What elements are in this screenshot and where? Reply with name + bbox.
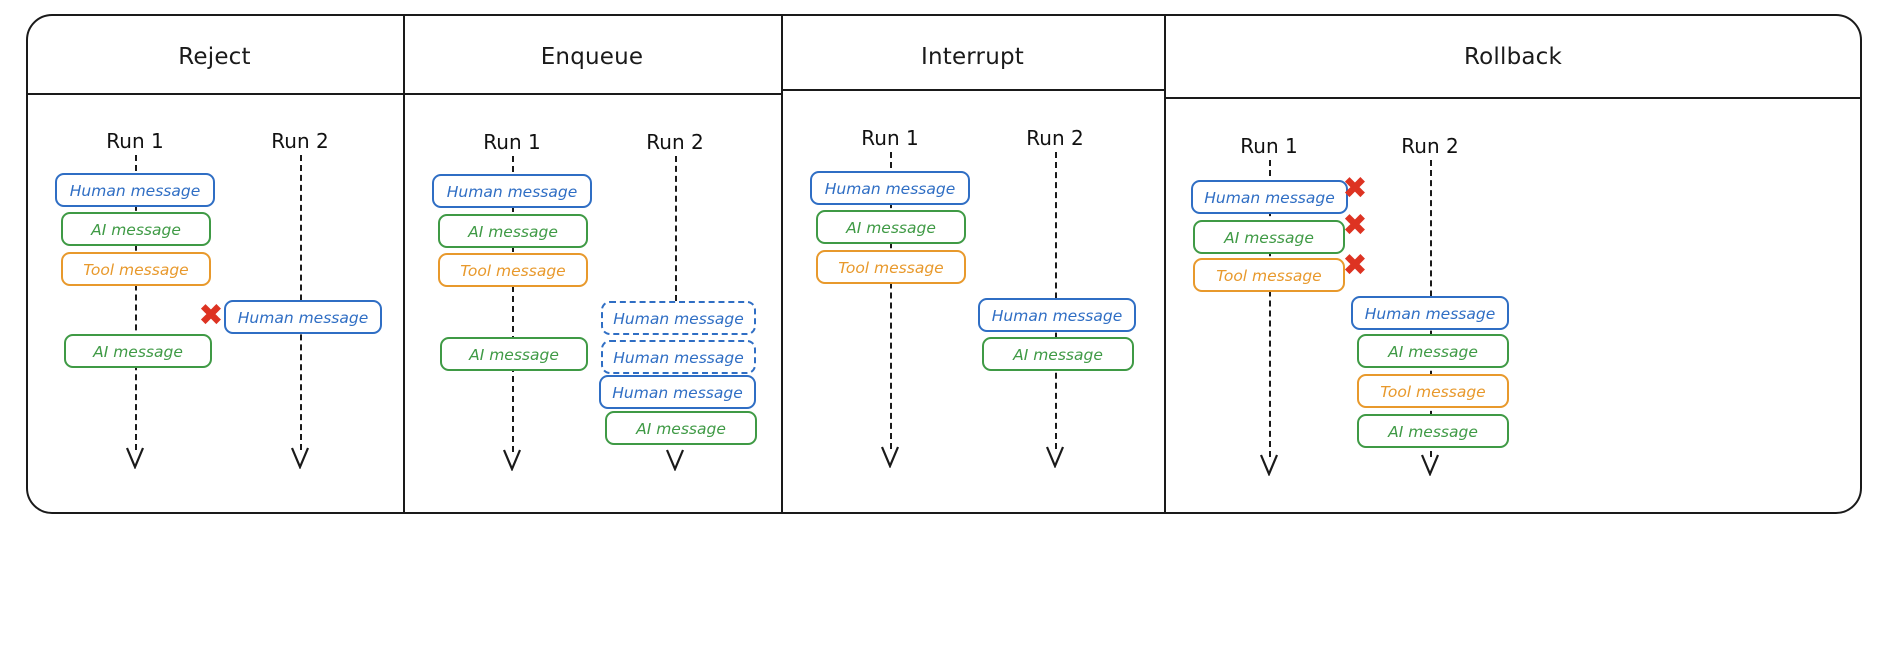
message-rollback-run1-1[interactable]: AI message: [1193, 220, 1345, 254]
message-rollback-run1-2[interactable]: Tool message: [1193, 258, 1345, 292]
arrow-head-rollback-run1: [1259, 454, 1279, 476]
message-interrupt-run1-2[interactable]: Tool message: [816, 250, 966, 284]
header-rule-reject: [28, 93, 403, 96]
panel-divider-3: [1164, 14, 1167, 514]
reject-x-icon-rollback-run1-2: ✖: [1342, 248, 1368, 283]
message-rollback-run1-0[interactable]: Human message: [1191, 180, 1348, 214]
panel-title-reject: Reject: [178, 44, 251, 70]
message-reject-run1-1[interactable]: AI message: [61, 212, 211, 246]
message-reject-run2-0[interactable]: Human message: [224, 300, 382, 334]
message-enqueue-run1-3[interactable]: AI message: [440, 337, 588, 371]
arrow-head-reject-run2: [290, 447, 310, 469]
panel-title-interrupt: Interrupt: [920, 44, 1025, 70]
run-label-interrupt-run2: Run 2: [1026, 126, 1084, 150]
message-rollback-run2-1[interactable]: AI message: [1357, 334, 1509, 368]
message-enqueue-run2-2[interactable]: Human message: [599, 375, 756, 409]
run-label-reject-run2: Run 2: [271, 129, 329, 153]
message-interrupt-run2-1[interactable]: AI message: [982, 337, 1134, 371]
message-enqueue-run1-2[interactable]: Tool message: [438, 253, 588, 287]
header-rule-enqueue: [403, 93, 781, 96]
message-reject-run1-3[interactable]: AI message: [64, 334, 212, 368]
run-label-interrupt-run1: Run 1: [861, 126, 919, 150]
message-enqueue-run1-0[interactable]: Human message: [432, 174, 592, 208]
lifeline-interrupt-run1: [890, 152, 892, 449]
lifeline-enqueue-run1: [512, 156, 514, 452]
reject-x-icon-rollback-run1-0: ✖: [1342, 171, 1368, 206]
header-rule-rollback: [1164, 97, 1862, 100]
arrow-head-interrupt-run2: [1045, 446, 1065, 468]
reject-x-icon-rollback-run1-1: ✖: [1342, 208, 1368, 243]
arrow-head-enqueue-run1: [502, 449, 522, 471]
run-label-enqueue-run2: Run 2: [646, 130, 704, 154]
arrow-head-interrupt-run1: [880, 446, 900, 468]
diagram-outer-frame: [26, 14, 1862, 514]
message-enqueue-run2-3[interactable]: AI message: [605, 411, 757, 445]
message-reject-run1-2[interactable]: Tool message: [61, 252, 211, 286]
run-label-rollback-run2: Run 2: [1401, 134, 1459, 158]
panel-divider-2: [781, 14, 784, 514]
message-enqueue-run2-1[interactable]: Human message: [601, 340, 756, 374]
reject-x-icon-reject-run2-0: ✖: [198, 298, 224, 333]
arrow-head-rollback-run2: [1420, 454, 1440, 476]
run-label-enqueue-run1: Run 1: [483, 130, 541, 154]
message-interrupt-run1-0[interactable]: Human message: [810, 171, 970, 205]
panel-title-enqueue: Enqueue: [540, 44, 644, 70]
run-label-rollback-run1: Run 1: [1240, 134, 1298, 158]
lifeline-rollback-run1: [1269, 160, 1271, 457]
message-interrupt-run1-1[interactable]: AI message: [816, 210, 966, 244]
message-rollback-run2-0[interactable]: Human message: [1351, 296, 1509, 330]
message-enqueue-run2-0[interactable]: Human message: [601, 301, 756, 335]
panel-title-rollback: Rollback: [1463, 44, 1563, 70]
panel-divider-1: [403, 14, 406, 514]
run-label-reject-run1: Run 1: [106, 129, 164, 153]
message-rollback-run2-3[interactable]: AI message: [1357, 414, 1509, 448]
message-rollback-run2-2[interactable]: Tool message: [1357, 374, 1509, 408]
header-rule-interrupt: [781, 89, 1164, 92]
message-enqueue-run1-1[interactable]: AI message: [438, 214, 588, 248]
arrow-head-enqueue-run2: [665, 449, 685, 471]
message-reject-run1-0[interactable]: Human message: [55, 173, 215, 207]
arrow-head-reject-run1: [125, 447, 145, 469]
lifeline-enqueue-run2: [675, 156, 677, 301]
message-interrupt-run2-0[interactable]: Human message: [978, 298, 1136, 332]
lifeline-reject-run1: [135, 155, 137, 450]
